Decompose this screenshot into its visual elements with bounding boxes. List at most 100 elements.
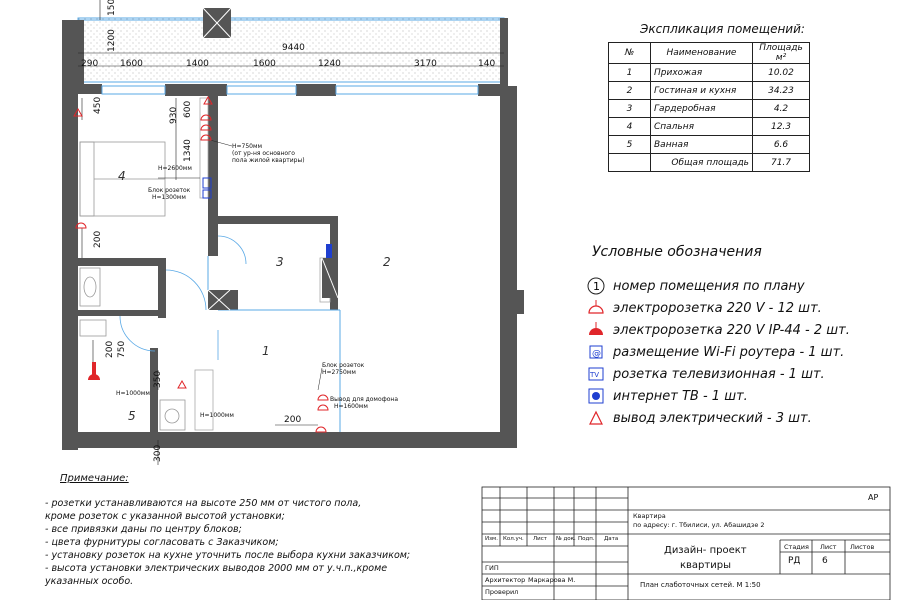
stage-label: Стадия [784,543,809,551]
room-numbers: 1 2 3 4 5 [118,169,391,423]
label-h750-note1: (от ур-ня основного [232,150,295,157]
legend-text: розетка телевизионная - 1 шт. [613,366,825,382]
internet-tv-icon [585,386,607,406]
architect-name: Маркарова М. [528,576,576,584]
dim-total: 9440 [282,43,305,53]
tv-socket-icon: TV [585,364,607,384]
table-row: 1 Прихожая 10.02 [608,63,810,82]
note-line: кроме розеток с указанной высотой устано… [45,511,285,522]
dim-chain-2: 1400 [186,59,209,69]
total-value: 71.7 [752,153,810,172]
table-row: 5 Ванная 6.6 [608,135,810,154]
table-row: 3 Гардеробная 4.2 [608,99,810,118]
balcony-area [77,17,505,83]
room-number-icon: 1 [585,276,607,296]
sheets-label: Листов [850,543,875,551]
label-h1000-bath: H=1000мм [116,390,150,397]
label-h750-note2: пола жилой квартиры) [232,157,305,164]
stage-value: РД [788,556,801,566]
note-line: - все привязки даны по центру блоков; [45,524,242,535]
role-architect: Архитектор [485,576,526,584]
triangle-symbols [73,95,213,389]
label-socket-block-1: Блок розеток [148,187,191,194]
col-label: № док. [556,536,576,542]
legend-item: электророзетка 220 V - 12 шт. [585,298,822,318]
socket-ip44-symbols [88,362,100,380]
label-socket-block-1-h: H=1300мм [152,194,186,201]
dim-1200: 1200 [107,29,117,52]
role-checked: Проверил [485,588,519,596]
socket-icon [585,298,607,318]
dim-chain-0: 290 [81,59,98,69]
svg-text:1: 1 [593,280,600,293]
dim-930: 930 [169,107,179,124]
room-number-1: 1 [262,344,270,358]
bedroom-bed [79,141,166,217]
legend-text: электророзетка 220 V - 12 шт. [613,300,822,316]
legend-item: @ размещение Wi-Fi роутера - 1 шт. [585,342,844,362]
windows [101,85,479,432]
legend-item: 1 номер помещения по плану [585,276,805,296]
object-line1: Квартира [633,512,666,520]
wifi-router-icon: @ [585,342,607,362]
role-gip: ГИП [485,564,499,572]
plan-callouts: H=750мм (от ур-ня основного пола жилой к… [116,143,398,419]
dim-200-left: 200 [93,231,103,248]
dim-chain-6: 140 [478,59,495,69]
legend-text: размещение Wi-Fi роутера - 1 шт. [613,344,845,360]
dim-450: 450 [93,97,103,114]
col-label: Подп. [578,536,595,542]
legend-title: Условные обозначения [592,244,762,260]
note-line: - розетки устанавливаются на высоте 250 … [45,498,362,509]
project-line1: Дизайн- проект [664,545,747,556]
dim-1340: 1340 [183,139,193,162]
legend-text: электророзетка 220 V IP-44 - 2 шт. [613,322,850,338]
dim-chain-5: 3170 [414,59,437,69]
socket-ip44-icon [585,320,607,340]
dim-300: 300 [153,445,163,462]
note-line: - высота установки электрических выводов… [45,563,388,574]
legend-item: вывод электрический - 3 шт. [585,408,812,428]
sheet-title: План слаботочных сетей. М 1:50 [640,581,761,589]
label-intercom-h: H=1600мм [334,403,368,410]
sheet-value: 6 [822,556,828,566]
dim-150: 150 [107,0,117,16]
dim-200-hall: 200 [284,415,301,425]
dim-750: 750 [117,341,127,358]
doc-code: АР [868,493,879,502]
label-socket-block-2: Блок розеток [322,362,365,369]
doors [119,235,247,360]
legend-text: интернет ТВ - 1 шт. [613,388,748,404]
explication-title: Экспликация помещений: [640,22,805,36]
col-label: Изм. [485,536,498,542]
socket-symbols [75,114,329,433]
room-number-4: 4 [118,169,126,183]
bath-fixtures [79,267,186,431]
room-number-3: 3 [276,255,284,269]
electric-outlet-triangle-icon [585,408,607,428]
room-number-2: 2 [383,255,391,269]
legend-text: вывод электрический - 3 шт. [613,410,812,426]
dim-chain-3: 1600 [253,59,276,69]
note-line: - установку розеток на кухне уточнить по… [45,550,411,561]
internet-tv-symbols [202,177,332,258]
note-line: - цвета фурнитуры согласовать с Заказчик… [45,537,279,548]
explication-table: № Наименование Площадь м² 1 Прихожая 10.… [608,42,810,172]
svg-text:TV: TV [589,371,599,379]
col-label: Кол.уч. [503,536,524,542]
notes-title: Примечание: [60,473,129,484]
dimension-texts: 150 1200 9440 290 1600 1400 1600 1240 31… [81,0,495,462]
note-line: указанных особо. [45,576,134,587]
dim-200-bath: 200 [105,341,115,358]
legend-item: электророзетка 220 V IP-44 - 2 шт. [585,320,850,340]
table-total-row: Общая площадь 71.7 [608,153,810,172]
dim-600: 600 [183,101,193,118]
table-row: 4 Спальня 12.3 [608,117,810,136]
col-label: Лист [533,536,547,542]
col-label: Дата [604,536,619,542]
legend-text: номер помещения по плану [613,278,805,294]
dim-350: 350 [153,371,163,388]
sheet-label: Лист [820,543,837,551]
